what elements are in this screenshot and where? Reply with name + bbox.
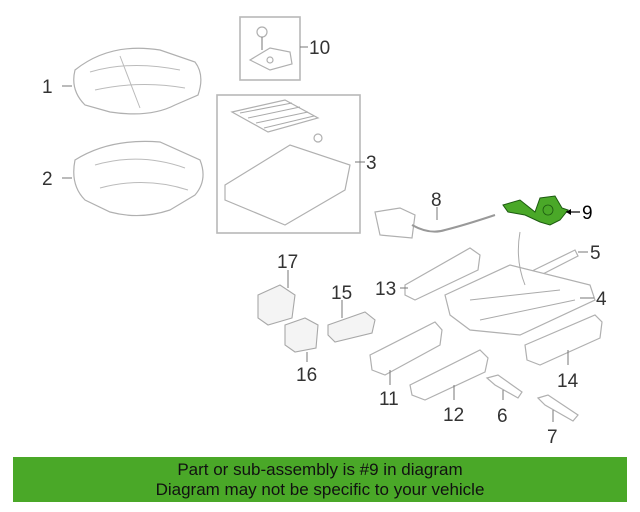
part-13-rail[interactable] [404, 247, 481, 301]
callout-10[interactable]: 10 [309, 38, 330, 59]
part-10-box [239, 16, 301, 81]
callout-5[interactable]: 5 [590, 243, 601, 264]
part-4-seat-track[interactable] [444, 231, 596, 336]
callout-17[interactable]: 17 [277, 252, 298, 273]
part-8-cable[interactable] [374, 207, 496, 239]
callout-3[interactable]: 3 [366, 153, 377, 174]
part-10[interactable] [248, 26, 293, 71]
part-15-module[interactable] [327, 311, 376, 343]
part-14-cover[interactable] [524, 314, 603, 366]
part-17-switch[interactable] [257, 284, 296, 326]
callout-8[interactable]: 8 [431, 190, 442, 211]
callout-13[interactable]: 13 [375, 279, 396, 300]
part-info-banner: Part or sub-assembly is #9 in diagram Di… [13, 457, 627, 502]
banner-line-part: Part or sub-assembly is #9 in diagram [177, 460, 463, 479]
callout-6[interactable]: 6 [497, 406, 508, 427]
callout-16[interactable]: 16 [296, 365, 317, 386]
part-7-bracket[interactable] [536, 394, 579, 422]
callout-7[interactable]: 7 [547, 427, 558, 448]
callout-4[interactable]: 4 [596, 289, 607, 310]
part-1-seat-cushion[interactable] [73, 47, 202, 115]
part-3-box [216, 94, 361, 234]
part-16-switch[interactable] [284, 317, 319, 353]
callout-12[interactable]: 12 [443, 405, 464, 426]
callout-2[interactable]: 2 [42, 169, 53, 190]
part-12-cover[interactable] [409, 349, 489, 401]
callout-11[interactable]: 11 [379, 389, 399, 410]
part-2-seat-pad[interactable] [73, 140, 204, 217]
callout-15[interactable]: 15 [331, 283, 352, 304]
part-3-seat-pan[interactable] [224, 99, 351, 226]
banner-line-disclaimer: Diagram may not be specific to your vehi… [155, 480, 485, 499]
callout-14[interactable]: 14 [557, 371, 579, 392]
part-9-highlighted[interactable] [502, 195, 569, 226]
callout-1[interactable]: 1 [42, 77, 53, 98]
part-6-bracket[interactable] [485, 374, 523, 399]
part-11-cover[interactable] [369, 321, 443, 376]
callout-9[interactable]: 9 [582, 203, 593, 224]
